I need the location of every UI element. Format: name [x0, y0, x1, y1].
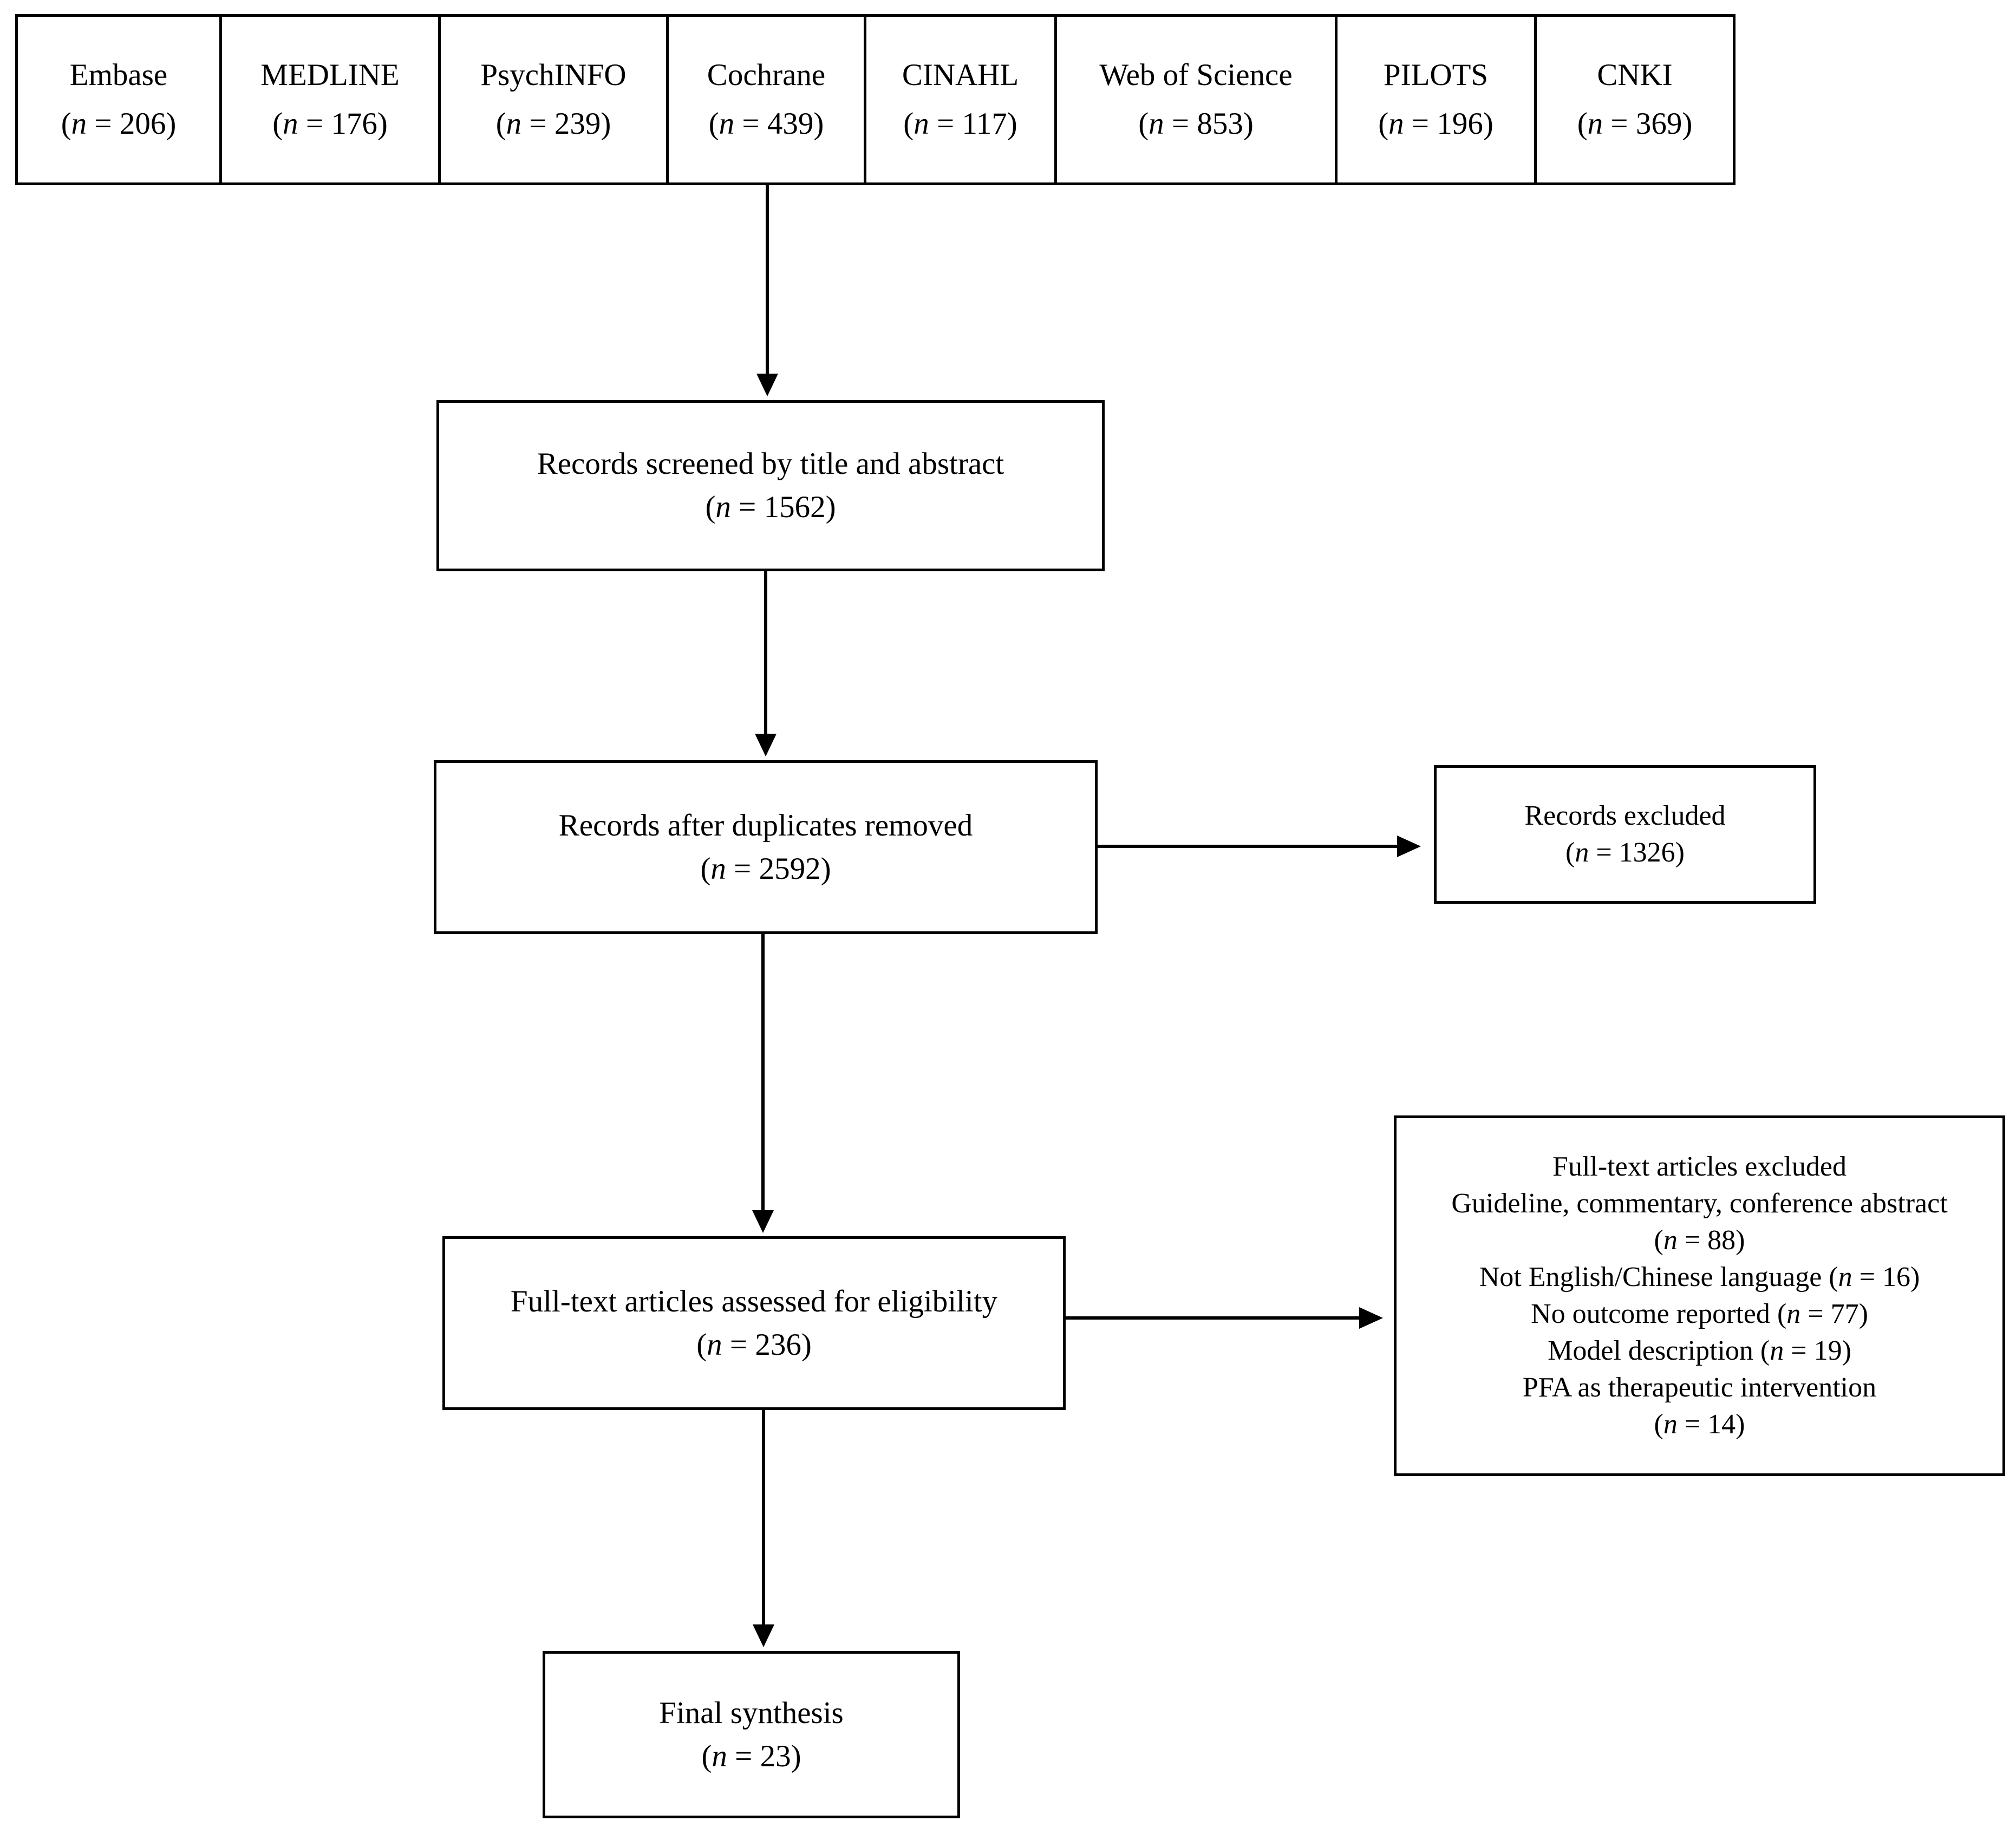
exclusion-reason: Model description (n = 19) [1548, 1335, 1851, 1366]
exclusion-reason: Guideline, commentary, conference abstra… [1451, 1188, 1948, 1219]
arrowhead-down [752, 1210, 774, 1233]
fulltext-excluded-box: Full-text articles excluded Guideline, c… [1394, 1115, 2005, 1476]
database-web-of-science: Web of Science (n = 853) [1054, 14, 1338, 185]
fulltext-excluded-title: Full-text articles excluded [1552, 1151, 1847, 1182]
arrowhead-right [1397, 836, 1421, 857]
database-name: CNKI [1597, 58, 1673, 92]
excluded-label: Records excluded [1524, 800, 1726, 831]
database-name: MEDLINE [260, 58, 400, 92]
deduplicated-count: (n = 2592) [700, 851, 831, 886]
exclusion-reason: (n = 14) [1654, 1409, 1745, 1440]
database-name: Web of Science [1099, 58, 1293, 92]
eligibility-box: Full-text articles assessed for eligibil… [442, 1236, 1066, 1410]
database-count: (n = 117) [903, 107, 1017, 141]
database-count: (n = 439) [708, 107, 824, 141]
database-cochrane: Cochrane (n = 439) [666, 14, 866, 185]
eligibility-count: (n = 236) [696, 1327, 812, 1362]
deduplicated-label: Records after duplicates removed [558, 808, 973, 843]
final-label: Final synthesis [659, 1695, 844, 1730]
database-count: (n = 853) [1138, 107, 1254, 141]
database-count: (n = 369) [1577, 107, 1693, 141]
database-name: PsychINFO [480, 58, 627, 92]
database-count: (n = 239) [495, 107, 611, 141]
deduplicated-box: Records after duplicates removed (n = 25… [434, 760, 1098, 934]
database-name: CINAHL [902, 58, 1019, 92]
database-name: PILOTS [1383, 58, 1489, 92]
database-count: (n = 176) [272, 107, 388, 141]
exclusion-reason: (n = 88) [1654, 1225, 1745, 1256]
eligibility-label: Full-text articles assessed for eligibil… [510, 1284, 998, 1319]
database-medline: MEDLINE (n = 176) [219, 14, 441, 185]
arrowhead-right [1359, 1307, 1383, 1329]
screened-count: (n = 1562) [705, 490, 836, 524]
database-name: Cochrane [707, 58, 826, 92]
database-pilots: PILOTS (n = 196) [1335, 14, 1537, 185]
database-count: (n = 206) [61, 107, 177, 141]
arrowhead-down [756, 374, 778, 396]
exclusion-reason: Not English/Chinese language (n = 16) [1479, 1262, 1920, 1293]
exclusion-reason: No outcome reported (n = 77) [1531, 1298, 1868, 1329]
final-count: (n = 23) [701, 1739, 801, 1773]
arrowhead-down [753, 1624, 774, 1647]
final-synthesis-box: Final synthesis (n = 23) [543, 1651, 960, 1818]
database-cinahl: CINAHL (n = 117) [864, 14, 1057, 185]
screened-label: Records screened by title and abstract [537, 447, 1004, 481]
excluded-count: (n = 1326) [1565, 837, 1685, 868]
database-count: (n = 196) [1378, 107, 1493, 141]
arrowhead-down [755, 734, 777, 756]
database-psychinfo: PsychINFO (n = 239) [438, 14, 669, 185]
database-name: Embase [69, 58, 168, 92]
records-excluded-box: Records excluded (n = 1326) [1434, 765, 1816, 904]
database-embase: Embase (n = 206) [15, 14, 222, 185]
exclusion-reason: PFA as therapeutic intervention [1522, 1372, 1877, 1403]
database-cnki: CNKI (n = 369) [1534, 14, 1736, 185]
screened-box: Records screened by title and abstract (… [436, 400, 1105, 571]
